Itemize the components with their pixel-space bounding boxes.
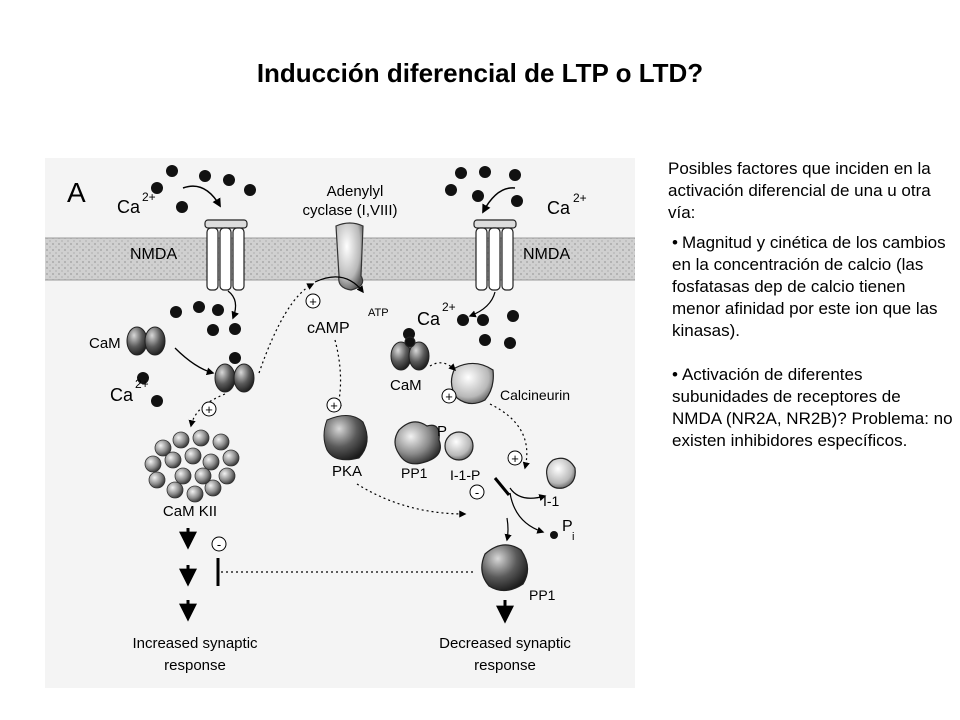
pp1-label-bound: PP1: [401, 465, 428, 481]
side-notes: Posibles factores que inciden en la acti…: [664, 158, 954, 474]
bullet-marker-2: •: [672, 365, 678, 384]
ca-charge-right-mid: 2+: [442, 300, 456, 314]
phosphate-dot: [550, 531, 558, 539]
plus-label-pka: +: [330, 398, 338, 413]
minus-sign-ltp: [211, 536, 227, 552]
minus-sign-i1p: [469, 484, 485, 500]
decreased-response-label-1: Decreased synaptic: [439, 635, 571, 652]
nmda-receptor-right: [473, 219, 517, 291]
plus-label-camkii: +: [205, 402, 213, 417]
pathway-diagram: A Ca 2+ Ca 2+ Adenylyl cyclase (I,VIII): [45, 158, 635, 688]
note-bullet-1: •Magnitud y cinética de los cambios en l…: [672, 232, 954, 342]
ca-influx-arrow-right: [482, 187, 516, 214]
calcineurin-label: Calcineurin: [500, 387, 570, 403]
ca-label-right-mid: Ca: [417, 309, 441, 329]
cam-to-calcineurin-arrow: [429, 362, 457, 372]
ca-charge-top-left: 2+: [142, 190, 156, 204]
increased-response-label-1: Increased synaptic: [132, 635, 258, 652]
camkii-holoenzyme: [144, 429, 240, 503]
plus-label-i1: +: [511, 451, 519, 466]
minus-label-ltp: -: [217, 537, 221, 552]
pp1-protein-bound: [394, 421, 441, 465]
i1p-label: I-1-P: [450, 467, 480, 483]
panel-label: A: [67, 177, 86, 208]
bullet-marker-1: •: [672, 233, 678, 252]
nmda-label-left: NMDA: [130, 246, 177, 263]
plus-sign-i1: [507, 450, 523, 466]
calmodulin-right: [390, 336, 430, 371]
ca-calmodulin-complex: [214, 363, 255, 393]
calcium-ions-top-left: [151, 165, 256, 213]
pi-label: P: [562, 518, 573, 535]
cam-binding-arrow: [174, 347, 215, 376]
inhibitor-1-phospho: [444, 431, 474, 461]
inhibitor-1-free: [546, 457, 576, 489]
phosphate-label: P: [437, 423, 447, 440]
adenylyl-cyclase-protein: [335, 222, 364, 291]
plus-label-adenylyl: +: [309, 294, 317, 309]
pi-release-arrow: [509, 492, 545, 534]
calcineurin-protein: [450, 362, 494, 405]
ca-entry-arrow-left: [227, 290, 239, 320]
plus-sign-calcineurin: [441, 388, 457, 404]
atp-label: ATP: [368, 307, 389, 319]
ca-entry-arrow-right: [468, 291, 496, 318]
cam-label-right: CaM: [390, 377, 422, 394]
pi-subscript: i: [572, 531, 574, 543]
i1-label: I-1: [543, 493, 560, 509]
ca-charge-left-mid: 2+: [135, 377, 149, 391]
camp-to-pka-arrow: [334, 339, 342, 412]
i1-release-arrow: [509, 487, 547, 502]
camp-label: cAMP: [307, 320, 350, 337]
ca-label-left-mid: Ca: [110, 385, 134, 405]
plus-sign-pka: [326, 397, 342, 413]
note-bullet-2-text: Activación de diferentes subunidades de …: [672, 365, 953, 450]
calcium-ions-left-cytosol: [137, 301, 241, 407]
ca-influx-arrow-left: [182, 185, 221, 208]
nmda-label-right: NMDA: [523, 246, 570, 263]
cam-to-adenylyl-arrow: [258, 283, 315, 374]
slide-title: Inducción diferencial de LTP o LTD?: [256, 58, 704, 88]
calcineurin-action-arrow: [489, 403, 530, 470]
ca-label-top-right: Ca: [547, 198, 571, 218]
pka-to-i1-arrow: [356, 483, 467, 518]
cam-label-left: CaM: [89, 335, 121, 352]
atp-conversion-arrow: [314, 276, 364, 294]
note-bullet-1-text: Magnitud y cinética de los cambios en la…: [672, 233, 946, 340]
inhibition-bar-i1p: [493, 477, 511, 496]
pp1-protein-active: [481, 544, 529, 592]
adenylyl-cyclase-label-1: Adenylyl: [327, 183, 384, 200]
ca-charge-top-right: 2+: [573, 191, 587, 205]
calcium-ions-top-right: [445, 166, 523, 207]
plus-sign-adenylyl: [305, 293, 321, 309]
pka-protein: [323, 415, 368, 461]
pka-label: PKA: [332, 463, 362, 480]
pp1-release-arrow: [504, 517, 512, 542]
minus-label-i1p: -: [475, 485, 479, 500]
plus-label-calcineurin: +: [445, 389, 453, 404]
plus-sign-camkii: [201, 401, 217, 417]
decreased-response-label-2: response: [474, 657, 536, 674]
signaling-pathway-figure: A Ca 2+ Ca 2+ Adenylyl cyclase (I,VIII): [45, 158, 635, 688]
ca-label-top-left: Ca: [117, 197, 141, 217]
calmodulin-left: [126, 326, 166, 356]
pp1-label-active: PP1: [529, 587, 556, 603]
increased-response-label-2: response: [164, 657, 226, 674]
note-bullet-2: •Activación de diferentes subunidades de…: [672, 364, 954, 452]
camkii-label: CaM KII: [163, 503, 217, 520]
camkii-activation-arrow: [188, 393, 226, 428]
notes-intro: Posibles factores que inciden en la acti…: [668, 159, 931, 222]
adenylyl-cyclase-label-2: cyclase (I,VIII): [302, 202, 397, 219]
nmda-receptor-left: [204, 219, 248, 291]
